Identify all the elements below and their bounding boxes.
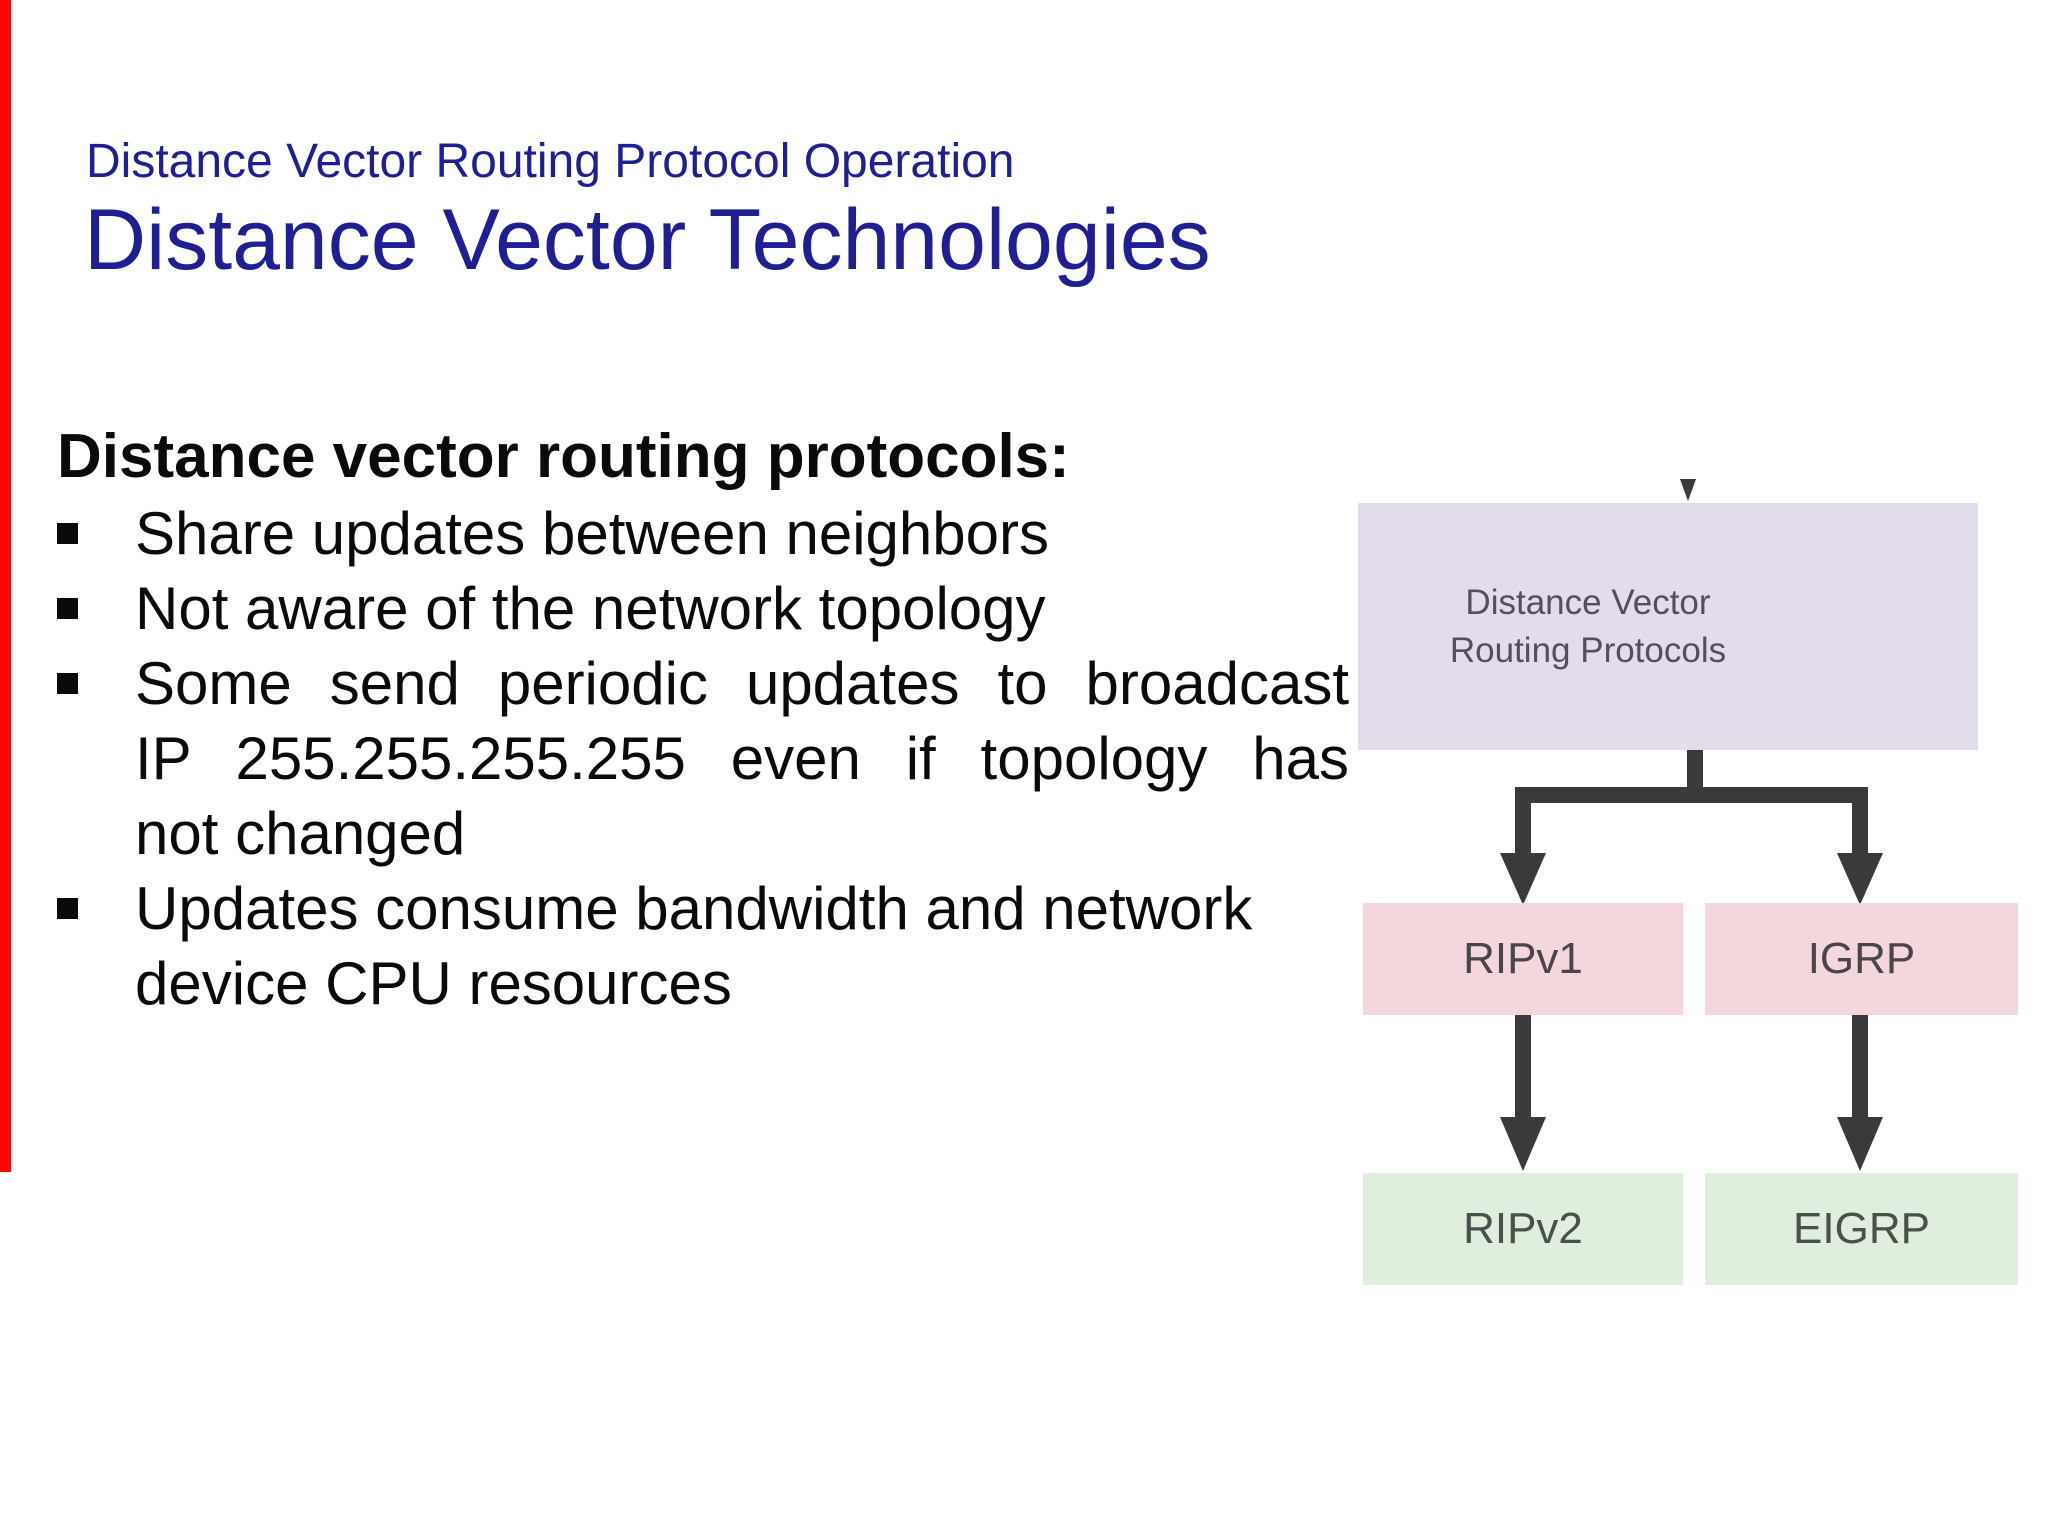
connector-branch-left — [1515, 787, 1531, 857]
page-title: Distance Vector Technologies — [84, 192, 1211, 288]
arrowhead-to-igrp-icon — [1837, 853, 1883, 905]
bullet-item: Some send periodic updates to broadcast … — [57, 646, 1349, 871]
bullet-line: Updates consume bandwidth and network — [135, 875, 1253, 942]
bullet-square-icon — [57, 496, 135, 544]
root-box-label-line2: Routing Protocols — [1449, 630, 1727, 670]
bullet-line: IP 255.255.255.255 even if topology has — [135, 725, 1349, 792]
bullet-item: Updates consume bandwidth and network de… — [57, 871, 1349, 1021]
diagram-box-ripv2: RIPv2 — [1363, 1173, 1683, 1285]
body-text-block: Distance vector routing protocols: Share… — [57, 418, 1349, 1021]
body-heading: Distance vector routing protocols: — [57, 422, 1070, 491]
box-label: RIPv2 — [1463, 1204, 1583, 1253]
connector-igrp-to-eigrp — [1852, 1015, 1868, 1119]
bullet-line: Not aware of the network topology — [135, 575, 1046, 642]
diagram-box-eigrp: EIGRP — [1705, 1173, 2018, 1285]
bullet-line: not changed — [135, 800, 466, 867]
arrowhead-to-ripv1-icon — [1500, 853, 1546, 905]
bullet-square-icon — [57, 646, 135, 694]
bullet-line: device CPU resources — [135, 950, 732, 1017]
bullet-line: Some send periodic updates to broadcast — [135, 650, 1349, 717]
diagram-box-ripv1: RIPv1 — [1363, 903, 1683, 1015]
arrowhead-to-ripv2-icon — [1500, 1117, 1546, 1171]
box-label: EIGRP — [1793, 1204, 1930, 1253]
diagram-box-igrp: IGRP — [1705, 903, 2018, 1015]
connector-ripv1-to-ripv2 — [1515, 1015, 1531, 1119]
left-accent-bar — [0, 0, 11, 1172]
bullet-item: Share updates between neighbors — [57, 496, 1349, 571]
slide-kicker: Distance Vector Routing Protocol Operati… — [86, 135, 1015, 188]
bullet-square-icon — [57, 571, 135, 619]
bullet-line: Share updates between neighbors — [135, 500, 1050, 567]
bullet-square-icon — [57, 871, 135, 919]
box-label: IGRP — [1807, 934, 1916, 983]
connector-root-stem — [1687, 750, 1703, 790]
connector-branch-right — [1852, 787, 1868, 857]
box-label: RIPv1 — [1463, 934, 1583, 983]
connector-horizontal-bar — [1515, 787, 1868, 803]
arrowhead-to-eigrp-icon — [1837, 1117, 1883, 1171]
diagram-box-distance-vector-routing-protocols: Distance Vector Routing Protocols — [1358, 503, 1978, 750]
bullet-item: Not aware of the network topology — [57, 571, 1349, 646]
incoming-arrow-tick-icon — [1680, 479, 1696, 501]
root-box-label-line1: Distance Vector — [1465, 582, 1711, 622]
